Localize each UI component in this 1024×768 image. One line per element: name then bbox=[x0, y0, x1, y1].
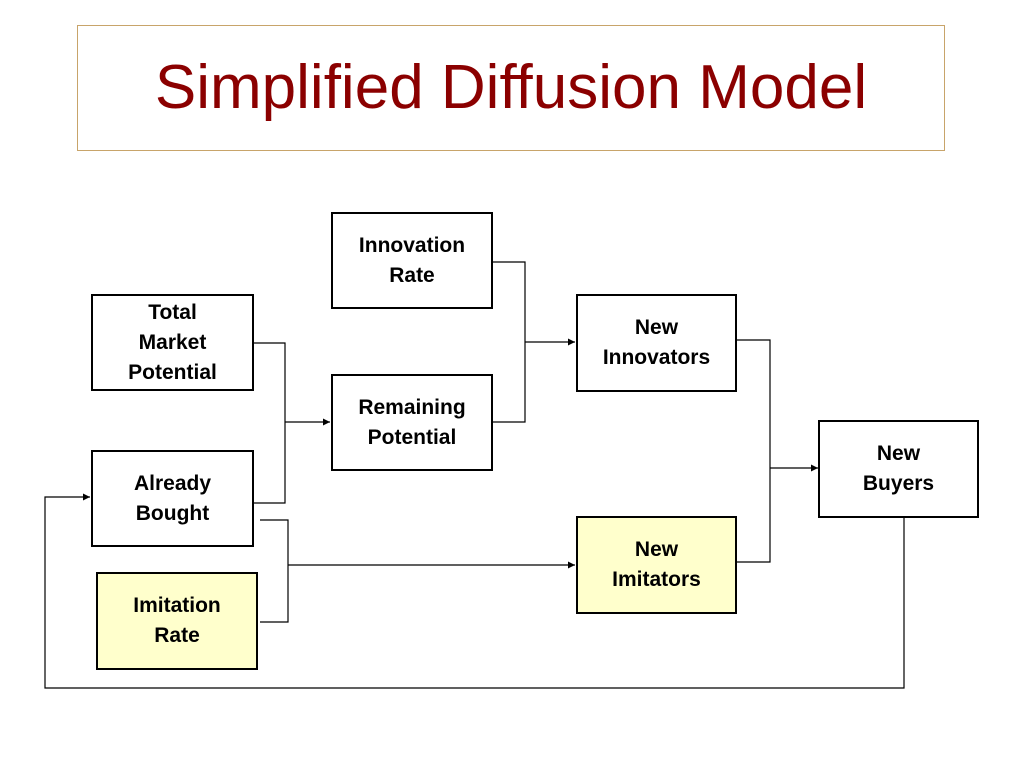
node-label: New Innovators bbox=[602, 316, 711, 369]
node-label: New Imitators bbox=[612, 538, 701, 591]
node-label: Innovation Rate bbox=[358, 233, 466, 287]
node-already-bought: Already Bought bbox=[91, 450, 254, 547]
line-innovation-rate bbox=[493, 261, 526, 342]
node-new-imitators: New Imitators bbox=[576, 516, 737, 614]
node-innovation-rate: Innovation Rate bbox=[331, 212, 493, 309]
line-already-bought-down bbox=[260, 519, 289, 565]
line-new-imitators bbox=[737, 468, 771, 563]
node-label: Imitation Rate bbox=[133, 594, 221, 647]
line-imitation-rate bbox=[260, 565, 289, 623]
title-box: Simplified Diffusion Model bbox=[77, 25, 945, 151]
line-total-market-potential bbox=[254, 342, 286, 422]
node-label: Remaining Potential bbox=[358, 395, 466, 449]
node-remaining-potential: Remaining Potential bbox=[331, 374, 493, 471]
node-new-buyers: New Buyers bbox=[818, 420, 979, 518]
page-title: Simplified Diffusion Model bbox=[154, 53, 868, 122]
node-total-market-potential: Total Market Potential bbox=[91, 294, 254, 391]
node-label: New Buyers bbox=[862, 442, 935, 495]
line-already-bought-up bbox=[254, 422, 286, 504]
line-remaining-potential bbox=[493, 342, 526, 423]
line-new-innovators bbox=[737, 339, 771, 468]
node-label: Already Bought bbox=[133, 471, 212, 525]
node-imitation-rate: Imitation Rate bbox=[96, 572, 258, 670]
node-label: Total Market Potential bbox=[128, 300, 217, 384]
feedback-loop-line bbox=[44, 493, 905, 689]
node-new-innovators: New Innovators bbox=[576, 294, 737, 392]
